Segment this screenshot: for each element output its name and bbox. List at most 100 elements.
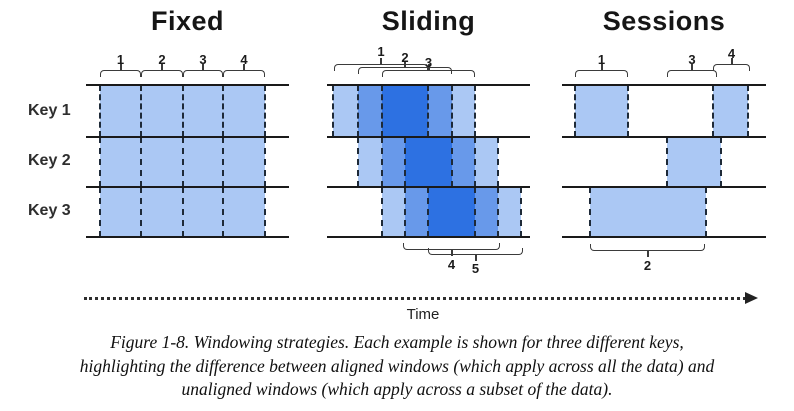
key-timeline-line [86, 84, 289, 86]
bracket-tick [243, 64, 245, 70]
window-edge-dash [264, 187, 266, 237]
window-edge-dash [474, 85, 476, 137]
window-bracket [100, 70, 141, 77]
window-bracket [183, 70, 223, 77]
window-box [358, 85, 382, 137]
window-box [452, 137, 475, 187]
window-box [590, 187, 706, 237]
window-bracket [403, 243, 500, 250]
window-box [405, 187, 428, 237]
window-edge-dash [404, 187, 406, 237]
key-timeline-line [327, 186, 530, 188]
bracket-label: 3 [688, 52, 696, 67]
window-bracket [575, 70, 628, 77]
window-edge-dash [705, 187, 707, 237]
window-edge-dash [497, 137, 499, 187]
window-edge-dash [666, 137, 668, 187]
window-edge-dash [747, 85, 749, 137]
bracket-tick [161, 64, 163, 70]
caption-line-3: unaligned windows (which apply across a … [181, 379, 613, 399]
window-edge-dash [451, 85, 453, 137]
window-edge-dash [99, 137, 101, 187]
window-box [428, 187, 475, 237]
window-box [498, 187, 521, 237]
window-box [667, 137, 721, 187]
window-edge-dash [427, 85, 429, 137]
window-edge-dash [720, 137, 722, 187]
time-axis-arrowhead-icon [745, 292, 758, 304]
panel-title-fixed: Fixed [150, 6, 225, 36]
bracket-tick [119, 64, 122, 70]
bracket-label: 4 [727, 46, 736, 61]
window-box [428, 85, 452, 137]
window-box [358, 137, 382, 187]
key-timeline-line [562, 236, 766, 238]
window-edge-dash [404, 137, 406, 187]
window-edge-dash [99, 85, 101, 137]
window-edge-dash [222, 137, 224, 187]
bracket-label: 4 [240, 52, 248, 67]
bracket-label: 1 [597, 52, 606, 67]
key-timeline-line [327, 136, 530, 138]
window-box [475, 187, 498, 237]
key-timeline-line [562, 186, 766, 188]
window-edge-dash [140, 85, 142, 137]
window-box [382, 137, 405, 187]
window-edge-dash [99, 187, 101, 237]
caption-line-1: Figure 1-8. Windowing strategies. Each e… [110, 332, 684, 352]
window-edge-dash [520, 187, 522, 237]
window-bracket [382, 70, 475, 77]
key-timeline-line [86, 236, 289, 238]
window-edge-dash [140, 187, 142, 237]
bracket-tick [450, 250, 453, 256]
window-box [452, 85, 475, 137]
bracket-tick [474, 255, 477, 261]
panel-title-sessions: Sessions [602, 6, 726, 36]
window-edge-dash [451, 137, 453, 187]
figure-caption: Figure 1-8. Windowing strategies. Each e… [0, 331, 794, 402]
window-edge-dash [712, 85, 714, 137]
window-bracket [667, 70, 717, 77]
window-edge-dash [222, 85, 224, 137]
key-2-label: Key 2 [28, 152, 71, 169]
bracket-label: 5 [471, 261, 480, 276]
window-edge-dash [427, 187, 429, 237]
bracket-tick [691, 64, 693, 70]
bracket-label: 2 [401, 50, 409, 65]
key-timeline-line [327, 236, 530, 238]
window-edge-dash [381, 187, 383, 237]
window-edge-dash [182, 85, 184, 137]
window-edge-dash [264, 137, 266, 187]
window-edge-dash [182, 187, 184, 237]
key-3-label: Key 3 [28, 202, 71, 219]
window-box [382, 85, 428, 137]
window-bracket [713, 64, 750, 71]
window-box [713, 85, 748, 137]
window-edge-dash [222, 187, 224, 237]
bracket-label: 3 [199, 52, 207, 67]
window-edge-dash [357, 85, 359, 137]
window-edge-dash [574, 85, 576, 137]
window-bracket [141, 70, 183, 77]
window-box [382, 187, 405, 237]
key-1-label: Key 1 [28, 102, 71, 119]
window-edge-dash [264, 85, 266, 137]
window-edge-dash [140, 137, 142, 187]
window-edge-dash [497, 187, 499, 237]
key-timeline-line [86, 136, 289, 138]
key-timeline-line [562, 136, 766, 138]
window-edge-dash [627, 85, 629, 137]
window-edge-dash [182, 137, 184, 187]
window-bracket [590, 244, 705, 251]
window-edge-dash [357, 137, 359, 187]
bracket-label: 1 [377, 44, 385, 59]
key-timeline-line [327, 84, 530, 86]
window-box [333, 85, 358, 137]
window-bracket [428, 248, 523, 255]
bracket-tick [730, 58, 733, 64]
window-edge-dash [332, 85, 334, 137]
window-bracket [223, 70, 265, 77]
window-edge-dash [474, 137, 476, 187]
time-axis-label: Time [406, 306, 440, 323]
bracket-tick [427, 64, 430, 70]
